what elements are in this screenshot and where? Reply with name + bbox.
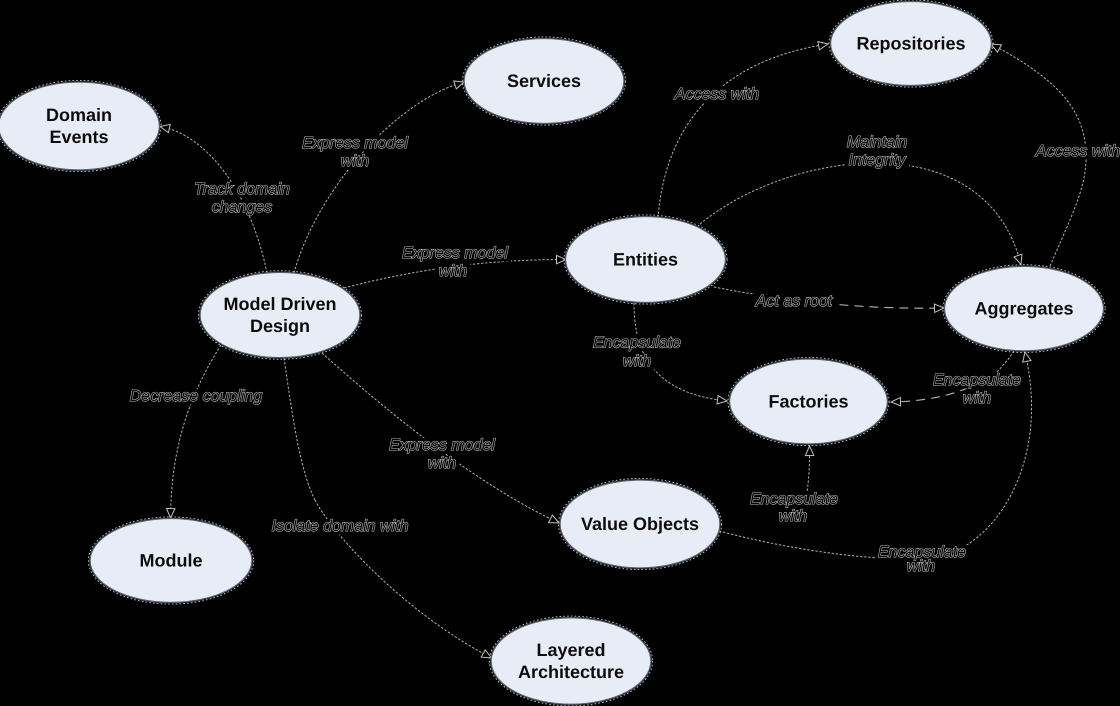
svg-text:Encapsulate: Encapsulate [933,372,1021,389]
svg-text:Express model: Express model [389,437,495,454]
svg-text:Repositories: Repositories [856,34,965,54]
svg-text:with: with [439,263,468,280]
svg-text:Access with: Access with [674,86,760,103]
svg-text:Express model: Express model [402,245,508,262]
svg-text:Maintain: Maintain [847,134,908,151]
svg-text:Encapsulate: Encapsulate [878,544,966,561]
svg-text:Access with: Access with [1035,143,1120,160]
svg-text:with: with [963,390,992,407]
svg-text:Value Objects: Value Objects [581,514,699,534]
svg-text:with: with [428,455,457,472]
svg-text:Services: Services [507,71,581,91]
svg-text:Domain: Domain [46,105,112,125]
svg-text:with: with [779,508,808,525]
svg-text:Isolate domain with: Isolate domain with [272,518,409,535]
svg-text:Factories: Factories [768,392,848,412]
svg-text:Encapsulate: Encapsulate [593,335,681,352]
svg-text:Express model: Express model [302,135,408,152]
svg-text:Entities: Entities [613,250,678,270]
svg-text:Architecture: Architecture [518,662,624,682]
svg-text:Module: Module [140,551,203,571]
svg-text:Act as root: Act as root [755,293,833,310]
svg-text:Integrity: Integrity [849,152,907,169]
svg-text:Layered: Layered [536,640,605,660]
svg-text:with: with [341,153,370,170]
svg-text:Model Driven: Model Driven [223,294,336,314]
svg-text:Aggregates: Aggregates [974,299,1073,319]
svg-text:Track domain: Track domain [194,181,290,198]
svg-text:with: with [907,558,936,575]
svg-text:changes: changes [212,199,273,216]
svg-text:with: with [623,353,652,370]
svg-text:Decrease coupling: Decrease coupling [130,388,263,405]
svg-text:Encapsulate: Encapsulate [750,491,838,508]
svg-text:Design: Design [250,316,310,336]
svg-text:Events: Events [49,127,108,147]
